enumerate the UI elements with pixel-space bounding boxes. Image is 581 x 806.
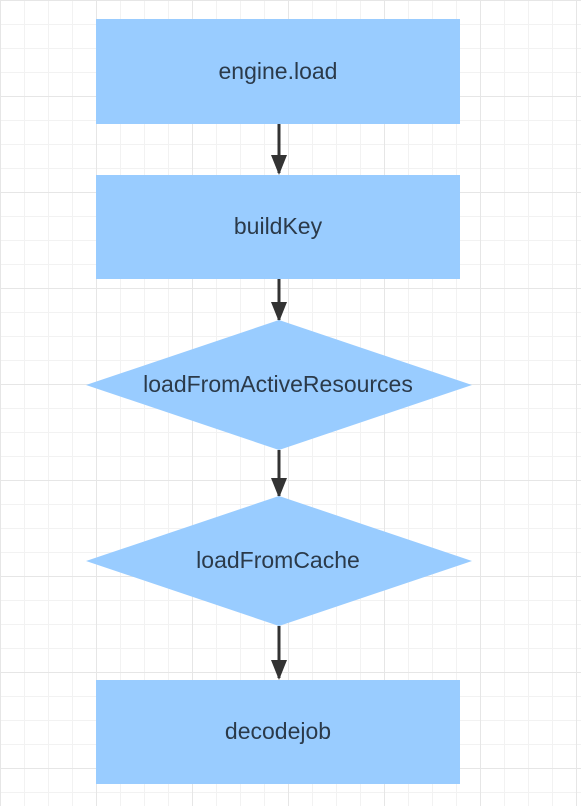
- node-load-from-active-resources-label: loadFromActiveResources: [143, 371, 413, 397]
- node-load-from-active-resources-shape: [86, 320, 472, 450]
- node-load-from-cache[interactable]: loadFromCache: [86, 496, 472, 626]
- node-engine-load-shape: [96, 19, 460, 124]
- node-load-from-cache-shape: [86, 496, 472, 626]
- node-load-from-active-resources[interactable]: loadFromActiveResources: [86, 320, 472, 450]
- node-load-from-cache-label: loadFromCache: [196, 547, 360, 573]
- node-build-key-label: buildKey: [234, 213, 323, 239]
- node-decode-job-label: decodejob: [225, 718, 331, 744]
- node-engine-load[interactable]: engine.load: [96, 19, 460, 124]
- node-decode-job[interactable]: decodejob: [96, 680, 460, 784]
- node-build-key-shape: [96, 175, 460, 279]
- node-decode-job-shape: [96, 680, 460, 784]
- node-engine-load-label: engine.load: [219, 58, 338, 84]
- node-build-key[interactable]: buildKey: [96, 175, 460, 279]
